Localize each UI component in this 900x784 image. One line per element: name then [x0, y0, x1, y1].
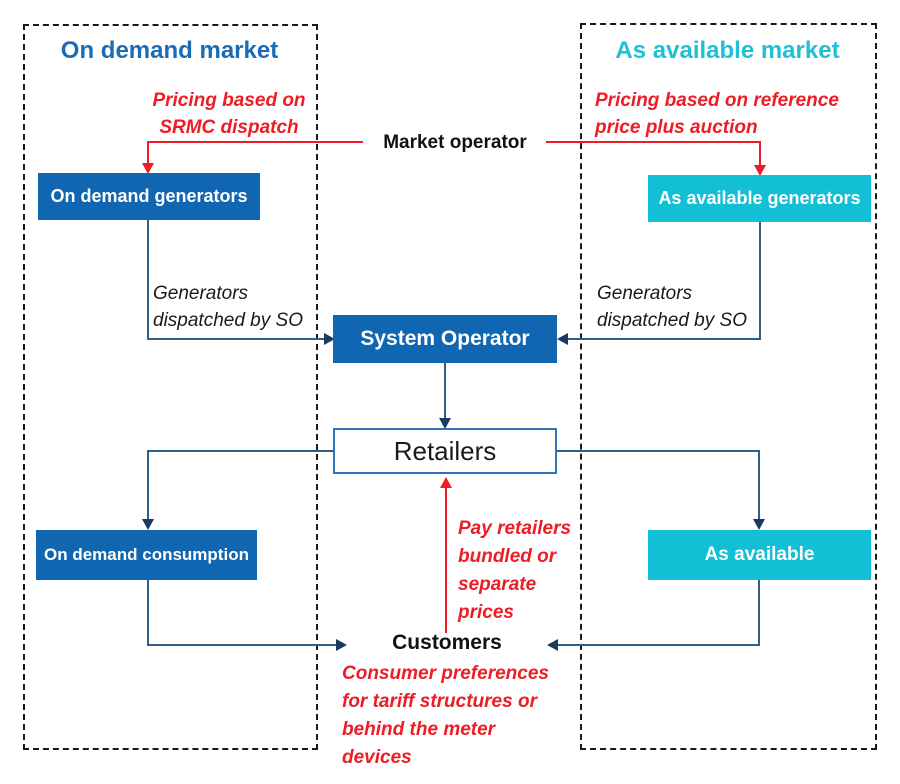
consumer-preferences-note: Consumer preferences for tariff structur…	[342, 663, 549, 768]
pricing-reference-note: Pricing based on reference price plus au…	[595, 90, 839, 138]
on-demand-consumption-box: On demand consumption	[36, 530, 257, 580]
retailers-right-v	[758, 450, 760, 520]
retailers-right-h	[557, 450, 760, 452]
arrow-odcons-to-customers	[336, 639, 347, 651]
as-available-generators-box: As available generators	[648, 175, 871, 222]
arrow-to-aa-generators	[754, 165, 766, 176]
pricing-srmc-note: Pricing based on SRMC dispatch	[152, 90, 306, 138]
arrow-aa-to-so	[557, 333, 568, 345]
od-cons-line-h	[147, 644, 337, 646]
market-operator-label: Market operator	[383, 132, 527, 153]
customers-retailers-red-line	[445, 485, 447, 633]
retailers-left-v	[147, 450, 149, 520]
arrow-customers-to-retailers	[440, 477, 452, 488]
red-line-right-h	[546, 141, 761, 143]
on-demand-generators-box: On demand generators	[38, 173, 260, 220]
arrow-to-as-available	[753, 519, 765, 530]
aa-gen-line-v	[759, 222, 761, 340]
as-available-market-frame	[580, 23, 877, 750]
pay-retailers-note: Pay retailers bundled or separate prices	[458, 518, 572, 623]
customers-label: Customers	[392, 631, 502, 654]
retailers-left-h	[148, 450, 333, 452]
aa-line-h	[557, 644, 760, 646]
aa-gen-line-h	[568, 338, 761, 340]
arrow-aa-to-customers	[547, 639, 558, 651]
system-operator-box: System Operator	[333, 315, 557, 363]
aa-dispatch-note: Generators dispatched by SO	[597, 283, 747, 331]
so-retailers-line	[444, 362, 446, 419]
arrow-od-to-so	[324, 333, 335, 345]
on-demand-market-title: On demand market	[60, 37, 279, 64]
arrow-to-od-consumption	[142, 519, 154, 530]
arrow-so-to-retailers	[439, 418, 451, 429]
red-line-right-v	[759, 141, 761, 166]
retailers-box: Retailers	[333, 428, 557, 474]
od-dispatch-note: Generators dispatched by SO	[153, 283, 303, 331]
arrow-to-od-generators	[142, 163, 154, 174]
red-line-left-v	[147, 141, 149, 164]
od-gen-line-v	[147, 220, 149, 340]
od-cons-line-v	[147, 580, 149, 645]
as-available-box: As available	[648, 530, 871, 580]
as-available-market-title: As available market	[615, 37, 840, 64]
on-demand-market-frame	[23, 24, 318, 750]
aa-line-v	[758, 580, 760, 645]
red-line-left-h	[147, 141, 363, 143]
od-gen-line-h	[147, 338, 325, 340]
